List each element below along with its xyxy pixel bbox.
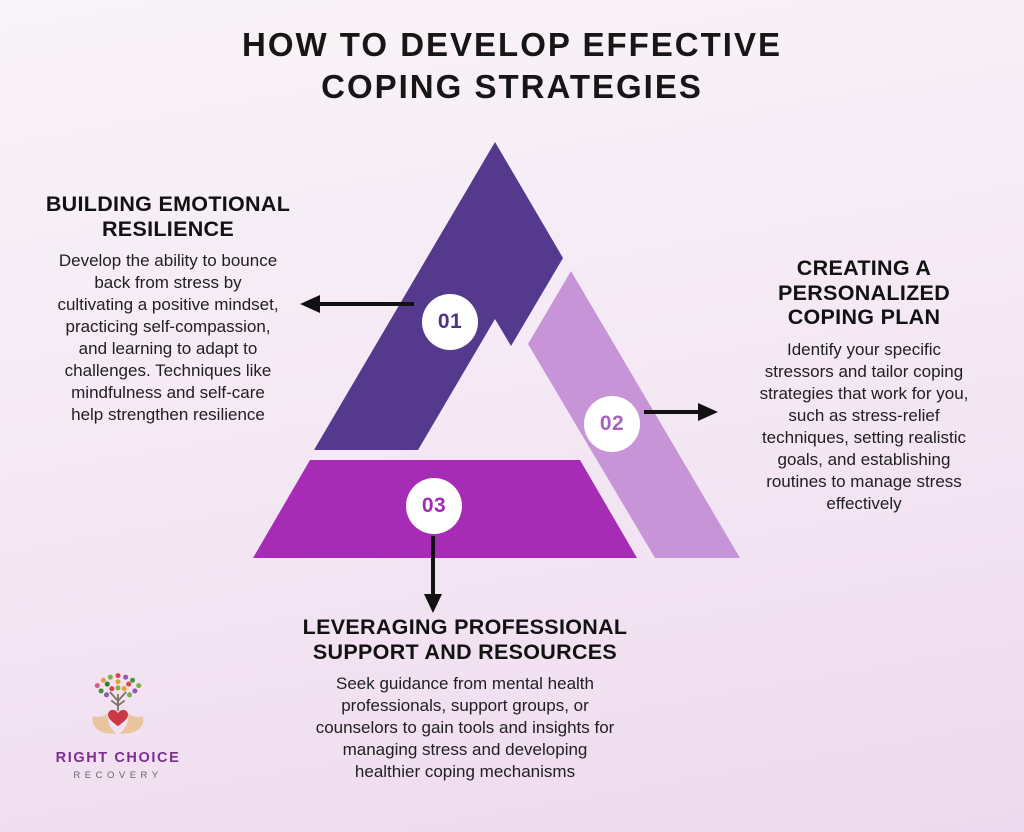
logo: RIGHT CHOICE RECOVERY <box>42 668 194 781</box>
section-leveraging-professional-support: LEVERAGING PROFESSIONAL SUPPORT AND RESO… <box>230 615 700 783</box>
section-body-02: Identify your specific stressors and tai… <box>759 340 969 514</box>
section-building-emotional-resilience: BUILDING EMOTIONAL RESILIENCE Develop th… <box>18 192 318 426</box>
logo-name: RIGHT CHOICE <box>55 750 181 766</box>
page-title: HOW TO DEVELOP EFFECTIVE COPING STRATEGI… <box>241 26 782 105</box>
arrow-left <box>300 295 414 313</box>
section-heading-01: BUILDING EMOTIONAL RESILIENCE <box>45 192 291 241</box>
step-badge-03: 03 <box>406 478 462 534</box>
step-number-02: 02 <box>599 412 625 435</box>
section-creating-personalized-coping-plan: CREATING A PERSONALIZED COPING PLAN Iden… <box>726 256 1002 515</box>
section-heading-03: LEVERAGING PROFESSIONAL SUPPORT AND RESO… <box>302 615 628 664</box>
logo-tree-hands-icon <box>92 673 144 734</box>
step-number-03: 03 <box>421 494 447 517</box>
arrow-right <box>644 403 718 421</box>
logo-subname: RECOVERY <box>73 770 163 781</box>
section-heading-02: CREATING A PERSONALIZED COPING PLAN <box>777 256 951 330</box>
step-badge-02: 02 <box>584 396 640 452</box>
section-body-01: Develop the ability to bounce back from … <box>57 251 279 425</box>
section-body-03: Seek guidance from mental health profess… <box>315 674 615 782</box>
step-number-01: 01 <box>437 310 463 333</box>
step-badge-01: 01 <box>422 294 478 350</box>
arrow-down <box>424 536 442 613</box>
